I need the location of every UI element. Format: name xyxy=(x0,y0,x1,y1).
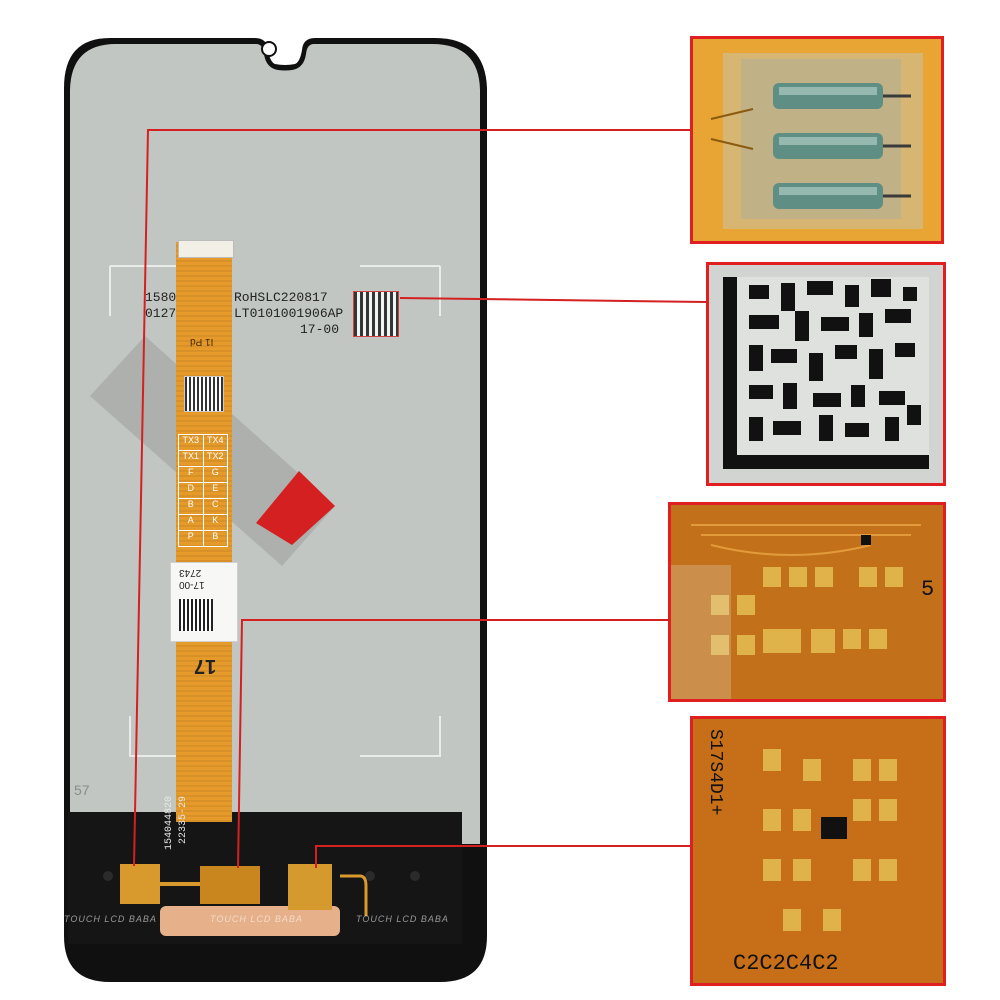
pad-row: TX1 TX2 xyxy=(178,451,228,467)
panel-label-code: LT0101001906AP xyxy=(234,306,344,321)
pad-label: C xyxy=(212,499,219,509)
zoom-panel-qr xyxy=(706,262,946,486)
chip-bottom-mark: S17S4D1+ xyxy=(705,729,725,815)
pad-row: A K xyxy=(178,515,228,531)
pad-label: K xyxy=(212,515,219,525)
chip-bottom-mark-2: C2C2C4C2 xyxy=(733,951,839,976)
sticker-qr xyxy=(179,599,213,631)
pad-label: TX1 xyxy=(179,451,204,466)
zoom-panel-connector xyxy=(690,36,944,244)
panel-label-line1: 1580 xyxy=(145,290,177,305)
pad-label: E xyxy=(212,483,219,493)
pad-label: TX3 xyxy=(179,435,204,450)
flex-white-sticker: 17-00 2743 xyxy=(170,562,238,642)
zoom-panel-ic: 5 xyxy=(668,502,946,702)
panel-qr-code xyxy=(353,291,399,337)
qr-code-matrix xyxy=(723,277,929,469)
pad-label: B xyxy=(212,531,219,541)
pad-row: TX3 TX4 xyxy=(178,434,228,451)
flex-bottom-code1: 22335-29 xyxy=(178,796,189,845)
pad-row: D E xyxy=(178,483,228,499)
pad-label: F xyxy=(179,467,204,482)
corner-number: 57 xyxy=(74,782,90,798)
flex-number: 17 xyxy=(194,655,217,677)
pad-label: A xyxy=(179,515,204,530)
sticker-rev: 17-00 xyxy=(179,579,205,590)
pad-label: TX4 xyxy=(206,435,224,445)
connector-contacts-illustration xyxy=(710,53,923,229)
flex-connector-tip xyxy=(178,240,234,258)
pad-label: B xyxy=(179,499,204,514)
flex-qr-sticker xyxy=(184,376,224,412)
ic-components-illustration: 5 xyxy=(671,505,943,699)
panel-label-rohs: RoHSLC220817 xyxy=(234,290,328,305)
pad-row: P B xyxy=(178,531,228,547)
pad-label: P xyxy=(179,531,204,546)
lcd-panel-outline xyxy=(64,38,487,982)
chip-side-mark: 5 xyxy=(921,577,934,602)
flex-bottom-code2: 154044820 xyxy=(164,796,175,851)
sticker-num: 2743 xyxy=(179,567,202,578)
flex-top-mark: I1 Pd xyxy=(190,336,214,347)
watermark-right: TOUCH LCD BABA xyxy=(356,914,449,924)
pad-label: G xyxy=(211,467,219,477)
pad-label: TX2 xyxy=(206,451,224,461)
zoom-panel-chip: S17S4D1+ C2C2C4C2 xyxy=(690,716,946,986)
watermark-center: TOUCH LCD BABA xyxy=(210,914,303,924)
pad-row: B C xyxy=(178,499,228,515)
panel-label-line2: 0127 xyxy=(145,306,177,321)
flex-pad-grid: TX3 TX4 TX1 TX2 F G D E B C A K P B xyxy=(178,434,228,547)
watermark-left: TOUCH LCD BABA xyxy=(64,914,157,924)
pad-row: F G xyxy=(178,467,228,483)
lcd-assembly: 1580 0127 RoHSLC220817 LT0101001906AP 17… xyxy=(60,36,490,986)
chip-components-illustration: S17S4D1+ C2C2C4C2 xyxy=(693,719,943,983)
pad-label: D xyxy=(179,483,204,498)
panel-label-rev: 17-00 xyxy=(300,322,340,337)
